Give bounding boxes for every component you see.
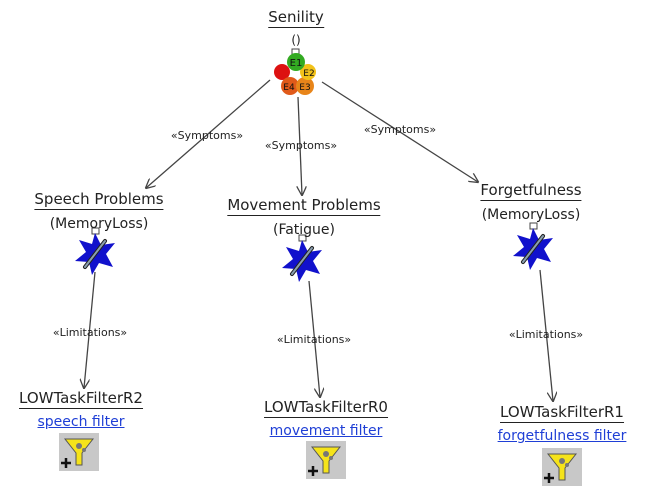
node-forgetfulness-subtitle: (MemoryLoss) xyxy=(481,207,581,223)
e1-circle xyxy=(287,53,305,71)
e1-label: E1 xyxy=(290,58,303,69)
filter-r1-link[interactable]: forgetfulness filter xyxy=(497,428,627,444)
filter-funnel-icon xyxy=(542,448,582,486)
e2-label: E2 xyxy=(303,69,314,79)
root-node-title: Senility xyxy=(268,8,324,28)
filter-r0-link[interactable]: movement filter xyxy=(269,423,383,439)
edge-limitations-forgetfulness xyxy=(539,269,553,401)
edge-limitations-movement xyxy=(308,280,320,397)
edge-label-symptoms: «Symptoms» xyxy=(363,123,437,136)
edge-label-limitations: «Limitations» xyxy=(52,326,128,339)
filter-r0-title: LOWTaskFilterR0 xyxy=(264,398,388,418)
node-movement-problems-title: Movement Problems xyxy=(227,196,381,216)
filter-funnel-icon xyxy=(306,441,346,479)
edge-symptoms-speech xyxy=(146,79,271,188)
star-icon xyxy=(282,234,322,282)
edge-symptoms-movement xyxy=(298,96,302,195)
root-evidence-icon: E1 E2 E3 E4 xyxy=(274,48,316,95)
edge-symptoms-forgetfulness xyxy=(321,81,478,182)
node-movement-problems-subtitle: (Fatigue) xyxy=(272,222,336,238)
star-icon xyxy=(75,227,115,275)
edge-limitations-speech xyxy=(84,271,96,388)
e3-label: E3 xyxy=(299,83,310,93)
e3-circle xyxy=(296,77,314,95)
star-icon xyxy=(513,222,553,270)
root-node-subtitle: () xyxy=(291,33,301,47)
e4-label: E4 xyxy=(283,83,295,93)
edge-label-symptoms: «Symptoms» xyxy=(170,129,244,142)
filter-r1-title: LOWTaskFilterR1 xyxy=(500,403,624,423)
node-forgetfulness-title: Forgetfulness xyxy=(480,181,582,201)
node-speech-problems-subtitle: (MemoryLoss) xyxy=(49,216,149,232)
e2-circle xyxy=(300,64,316,80)
e5-circle xyxy=(274,64,290,80)
edge-label-limitations: «Limitations» xyxy=(276,333,352,346)
edge-label-limitations: «Limitations» xyxy=(508,328,584,341)
e4-circle xyxy=(281,77,299,95)
filter-r2-title: LOWTaskFilterR2 xyxy=(19,389,143,409)
filter-funnel-icon xyxy=(59,433,99,471)
filter-r2-link[interactable]: speech filter xyxy=(37,414,125,430)
edge-label-symptoms: «Symptoms» xyxy=(264,139,338,152)
node-speech-problems-title: Speech Problems xyxy=(34,190,164,210)
